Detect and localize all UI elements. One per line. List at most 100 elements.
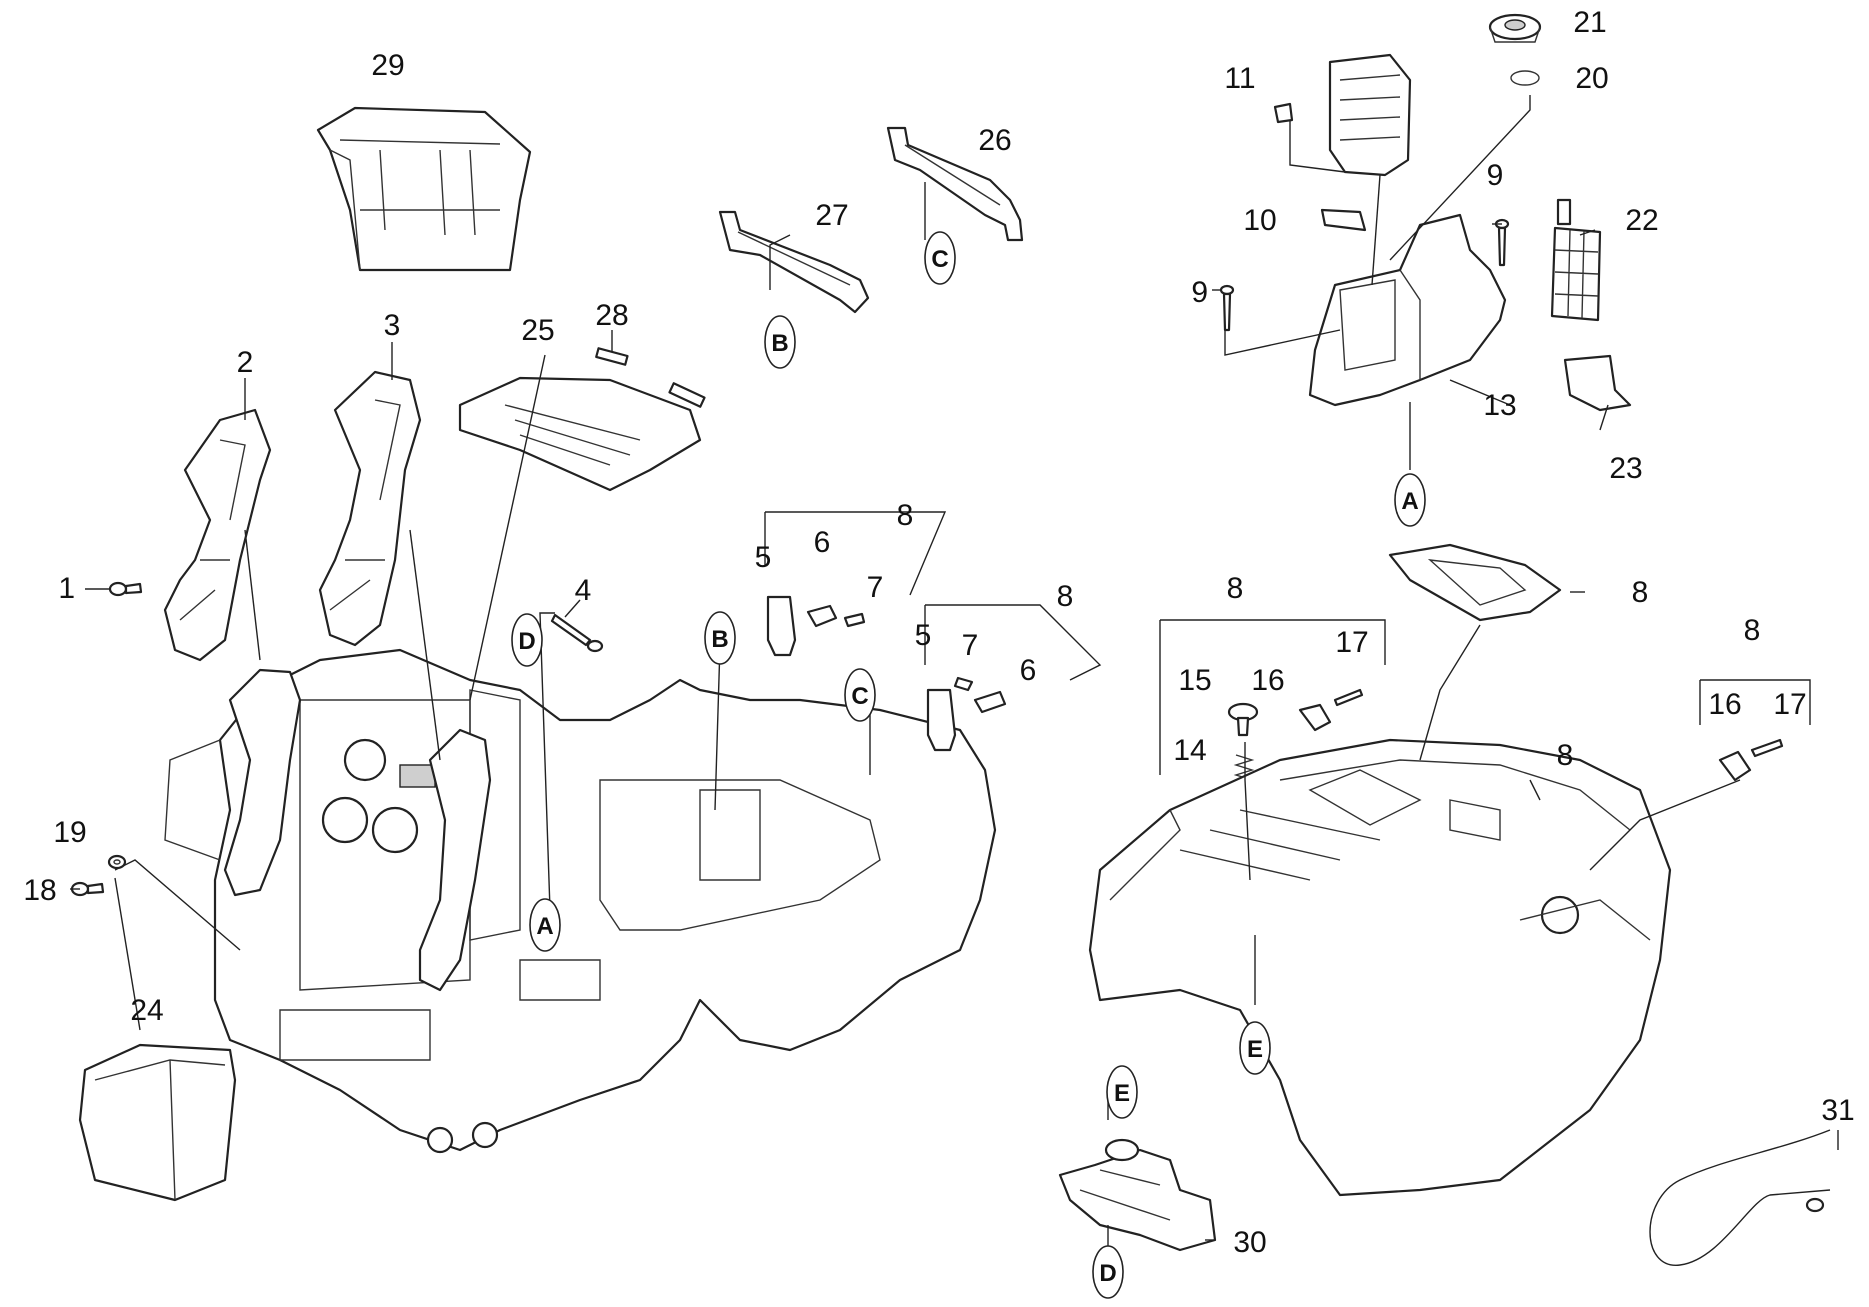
part-number-labels: 1 2 3 4 5 5 6 6 7 7 8 8 8 8 8 8 9 9 10 1…	[23, 6, 1854, 1259]
ref-label: D	[1099, 1260, 1116, 1287]
label-7b: 7	[962, 629, 979, 662]
label-17a: 17	[1335, 626, 1368, 659]
part-8-tray	[1388, 543, 1562, 622]
label-26: 26	[978, 124, 1011, 157]
part-25-cover	[458, 376, 702, 492]
label-8c: 8	[1227, 572, 1244, 605]
label-22: 22	[1625, 204, 1658, 237]
label-5b: 5	[915, 619, 932, 652]
ref-label: B	[711, 626, 728, 653]
label-20: 20	[1575, 62, 1608, 95]
part-7-screw-a	[843, 612, 866, 628]
part-16-latch-b	[1718, 750, 1752, 782]
leader-lines	[70, 95, 1839, 1250]
part-17-pin-a	[1333, 688, 1364, 707]
part-15-knob	[1227, 702, 1259, 737]
part-16-latch-a	[1298, 703, 1332, 732]
ref-label: D	[518, 628, 535, 655]
part-6-connector-b	[973, 690, 1007, 714]
label-23: 23	[1609, 452, 1642, 485]
part-26-bracket	[886, 126, 1024, 242]
part-6-connector-a	[806, 604, 838, 628]
part-tank	[1328, 53, 1412, 177]
connection-ref-a-chassis: A	[529, 898, 561, 952]
part-17-pin-b	[1750, 738, 1784, 758]
part-13-housing	[1308, 213, 1507, 407]
label-5a: 5	[755, 541, 772, 574]
label-1: 1	[58, 572, 75, 605]
connection-ref-e-bracket: E	[1106, 1065, 1138, 1119]
connection-ref-e-hood: E	[1239, 1021, 1271, 1075]
part-30-bracket	[1058, 1138, 1217, 1252]
label-8e: 8	[1744, 614, 1761, 647]
connection-ref-c-chassis: C	[844, 668, 876, 722]
ref-label: A	[536, 913, 553, 940]
label-16a: 16	[1251, 664, 1284, 697]
part-10-strap	[1320, 208, 1367, 232]
label-6b: 6	[1020, 654, 1037, 687]
main-chassis	[164, 648, 997, 1154]
label-21: 21	[1573, 6, 1606, 39]
label-11: 11	[1224, 62, 1255, 95]
part-27-bracket	[718, 210, 870, 314]
part-5-clip-b	[926, 688, 957, 752]
part-1-screw	[108, 581, 143, 597]
label-13: 13	[1483, 389, 1516, 422]
connection-ref-b-top: B	[764, 315, 796, 369]
part-5-clip-a	[766, 595, 797, 657]
part-7-screw-b	[953, 676, 974, 692]
connection-ref-c-top: C	[924, 231, 956, 285]
connection-ref-d-chassis: D	[511, 613, 543, 667]
chassis-handle-right	[418, 728, 492, 992]
ref-label: A	[1401, 488, 1418, 515]
part-2-handle	[163, 408, 272, 662]
part-21-cap	[1488, 13, 1542, 43]
part-22-filter	[1550, 198, 1602, 322]
label-14: 14	[1173, 734, 1206, 767]
ref-label: B	[771, 330, 788, 357]
label-17b: 17	[1773, 688, 1806, 721]
label-27: 27	[815, 199, 848, 232]
label-24: 24	[130, 994, 163, 1027]
label-25: 25	[521, 314, 554, 347]
part-19-washer	[107, 854, 127, 870]
ref-label: E	[1114, 1080, 1130, 1107]
part-29-tray	[316, 106, 532, 272]
label-31: 31	[1821, 1094, 1854, 1127]
label-4: 4	[575, 574, 592, 607]
chassis-handle-left	[223, 668, 302, 897]
label-29: 29	[371, 49, 404, 82]
connection-ref-a-top: A	[1394, 473, 1426, 527]
hood	[1088, 738, 1672, 1197]
label-30: 30	[1233, 1226, 1266, 1259]
connection-ref-d-bottom: D	[1092, 1245, 1124, 1299]
part-9-screw-left	[1219, 284, 1235, 332]
part-3-handle	[318, 370, 422, 647]
part-23-latch	[1563, 354, 1632, 412]
connection-ref-b-chassis: B	[704, 611, 736, 665]
label-9b: 9	[1191, 276, 1208, 309]
label-9a: 9	[1487, 159, 1504, 192]
label-15: 15	[1178, 664, 1211, 697]
label-10: 10	[1243, 204, 1276, 237]
label-8d: 8	[1632, 576, 1649, 609]
ref-label: C	[931, 246, 948, 273]
ref-label: C	[851, 683, 868, 710]
label-19: 19	[53, 816, 86, 849]
label-7a: 7	[867, 571, 884, 604]
label-3: 3	[384, 309, 401, 342]
part-31-cable	[1649, 1129, 1831, 1266]
label-2: 2	[237, 346, 254, 379]
part-9-screw-right	[1494, 218, 1510, 267]
part-28-pins	[595, 347, 706, 408]
label-8f: 8	[1557, 739, 1574, 772]
label-28: 28	[595, 299, 628, 332]
part-24-box	[78, 1043, 237, 1202]
label-16b: 16	[1708, 688, 1741, 721]
part-20-oring	[1510, 70, 1540, 86]
label-18: 18	[23, 874, 56, 907]
part-4-screw	[550, 613, 604, 653]
label-8a: 8	[897, 499, 914, 532]
ref-label: E	[1247, 1036, 1263, 1063]
